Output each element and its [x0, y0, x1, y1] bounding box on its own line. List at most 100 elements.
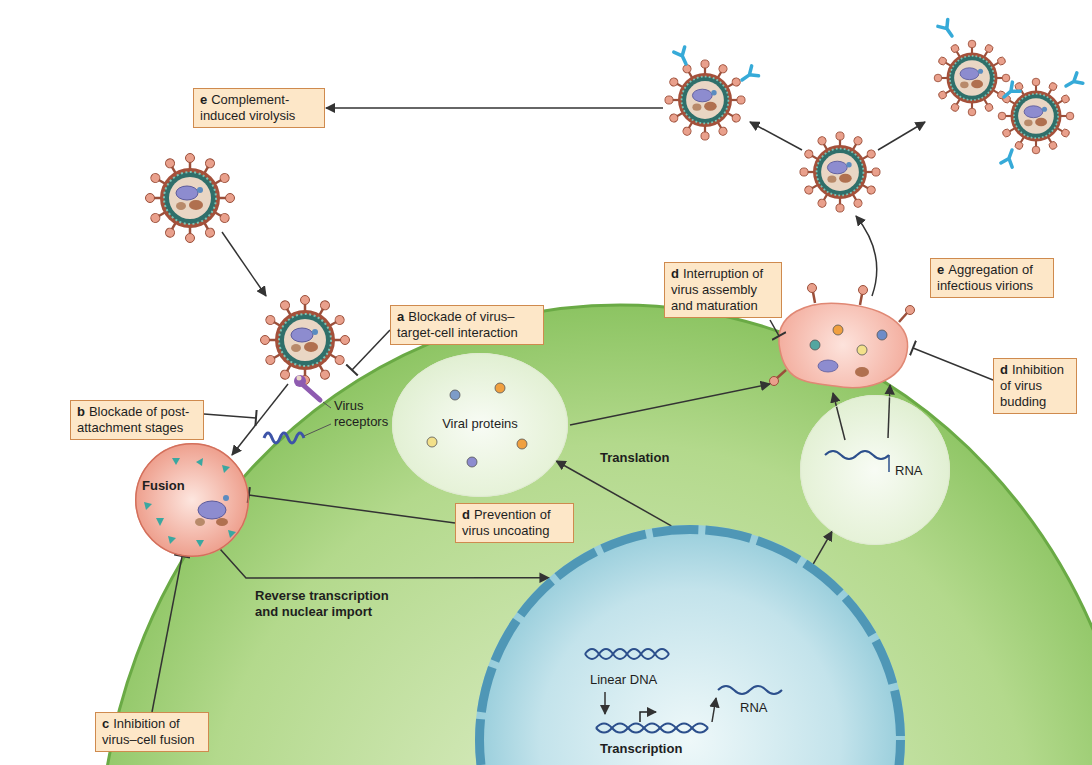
fusion-vesicle-outline: [136, 444, 249, 557]
inhibition-line: [204, 320, 993, 418]
inhibition-step-box: bBlockade of post-attachment stages: [70, 400, 204, 440]
antibody: [938, 19, 957, 39]
antibody: [1063, 73, 1083, 91]
inhibition-line: [352, 330, 390, 370]
nucleus-interior: [585, 649, 669, 659]
fusion-contents: [216, 518, 228, 526]
budding-virion: [779, 303, 908, 387]
shape-label: Viral proteins: [392, 416, 568, 432]
leader-line: [323, 402, 331, 408]
pathway-arrow: [888, 385, 890, 438]
shape-label: Transcription: [600, 741, 682, 757]
inhibition-line: [204, 414, 256, 418]
fusion-vesicle-outline: [135, 443, 249, 557]
viral-protein-dots: [450, 390, 460, 400]
budding-virion: [808, 284, 817, 293]
budding-virion: [818, 360, 838, 372]
shape-label: RNA: [895, 463, 922, 479]
budding-virion: [855, 367, 869, 377]
virus-receptor: [294, 375, 306, 387]
inhibition-step-box: eAggregation of infectious virions: [930, 258, 1054, 298]
viral-protein-dots: [495, 383, 505, 393]
inhibition-step-box: dInterruption of virus assembly and matu…: [664, 262, 782, 318]
nucleus-interior: [596, 724, 708, 733]
pathway-arrow: [878, 122, 925, 150]
rna-pool-outline: [801, 396, 950, 545]
virion: [934, 40, 1010, 116]
inhibition-step-box: dInhibition of virus budding: [993, 358, 1077, 414]
step-letter: d: [1000, 362, 1008, 377]
pathway-arrow: [232, 384, 288, 455]
antibody: [674, 47, 692, 67]
step-letter: d: [671, 266, 679, 281]
nucleus-outline: [480, 530, 901, 765]
step-letter: e: [937, 262, 944, 277]
nucleus-interior: [712, 698, 716, 722]
fusion-vesicle: Fusion: [135, 443, 249, 557]
nucleus-interior: [604, 692, 606, 714]
viral-protein-pool-outline: [393, 354, 568, 497]
nucleus: Linear DNARNATranscription: [475, 525, 905, 765]
fusion-contents: [135, 443, 249, 557]
rna-strand: [888, 455, 890, 472]
step-letter: c: [102, 716, 109, 731]
fusion-contents: [198, 501, 226, 519]
rna-pool-outline: [800, 395, 950, 545]
step-text: Prevention of virus uncoating: [462, 507, 551, 538]
fusion-contents: [172, 458, 180, 465]
step-letter: d: [462, 507, 470, 522]
step-text: Blockade of post-attachment stages: [77, 404, 189, 435]
nucleus-outline: [475, 525, 905, 765]
inhibition-step-box: cInhibition of virus–cell fusion: [95, 712, 209, 752]
fusion-contents: [168, 536, 176, 544]
antibody: [1000, 82, 1020, 101]
inhibition-connector: [152, 556, 182, 712]
virus-receptor: [302, 384, 320, 400]
budding-virion: [859, 286, 868, 295]
step-text: Inhibition of virus budding: [1000, 362, 1064, 409]
fusion-contents: [135, 443, 249, 557]
pathway-arrow: [750, 122, 802, 150]
inhibition-line: [913, 348, 993, 380]
virion: [146, 154, 235, 243]
nucleus-interior: [718, 686, 782, 694]
fusion-contents: [156, 518, 164, 526]
step-text: Aggregation of infectious virions: [937, 262, 1033, 293]
step-letter: e: [200, 92, 207, 107]
step-text: Blockade of virus–target-cell interactio…: [397, 309, 518, 340]
viral-protein-pool: Viral proteins: [392, 353, 568, 497]
viral-protein-dots: [517, 439, 527, 449]
nucleus-interior: [585, 649, 669, 659]
budding-virion: [899, 313, 907, 322]
budding-virion: [833, 325, 843, 335]
step-letter: b: [77, 404, 85, 419]
viral-protein-dots: [467, 457, 477, 467]
part-label: Virus receptors: [334, 398, 392, 430]
budding-virion: [777, 370, 786, 378]
virus-receptor: [264, 433, 304, 443]
rna-pool: RNA: [800, 395, 950, 545]
virion: [665, 60, 745, 140]
virus-receptor: [297, 376, 302, 381]
virion: [261, 296, 350, 385]
edge-label: Reverse transcription and nuclear import: [255, 588, 405, 620]
fusion-contents: [196, 540, 204, 547]
shape-label: Linear DNA: [590, 672, 657, 688]
budding-virion: [857, 345, 867, 355]
virion: [800, 132, 880, 212]
nucleus-interior: [640, 712, 656, 722]
pathway-arrow: [222, 108, 925, 455]
antibody: [1001, 148, 1018, 167]
inhibition-step-box: aBlockade of virus–target-cell interacti…: [390, 305, 544, 345]
nucleus-interior: [475, 525, 905, 765]
budding-virion: [906, 306, 915, 315]
budding-virion: [810, 340, 820, 350]
fusion-contents: [223, 495, 229, 501]
fusion-contents: [195, 518, 205, 526]
nucleus-interior: [475, 525, 905, 765]
inhibition-line: [770, 320, 779, 336]
edge-label: Translation: [600, 450, 669, 466]
step-text: Interruption of virus assembly and matur…: [671, 266, 763, 313]
step-letter: a: [397, 309, 404, 324]
